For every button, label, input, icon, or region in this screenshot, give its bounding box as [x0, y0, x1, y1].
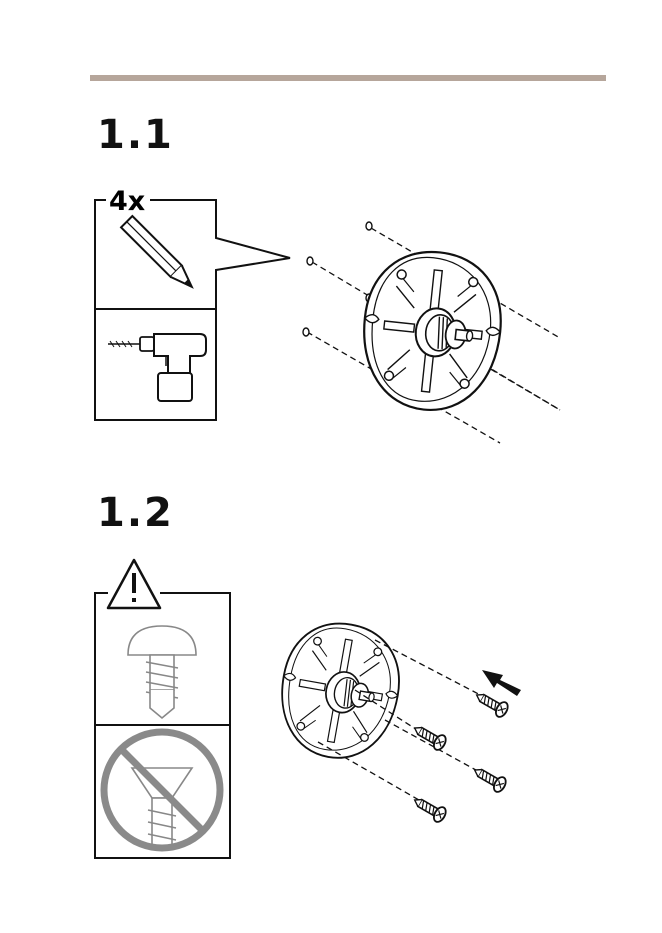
screw-allowed-icon: [128, 626, 196, 718]
step-2-diagram: [271, 615, 521, 824]
step-1-diagram: [303, 222, 560, 443]
drill-icon: [108, 334, 206, 401]
pencil-icon: [121, 216, 197, 292]
screw-prohibited-icon: [104, 732, 220, 848]
direction-arrow-icon: [482, 670, 521, 696]
quantity-label: 4x: [109, 186, 145, 217]
warning-icon: [108, 560, 160, 608]
